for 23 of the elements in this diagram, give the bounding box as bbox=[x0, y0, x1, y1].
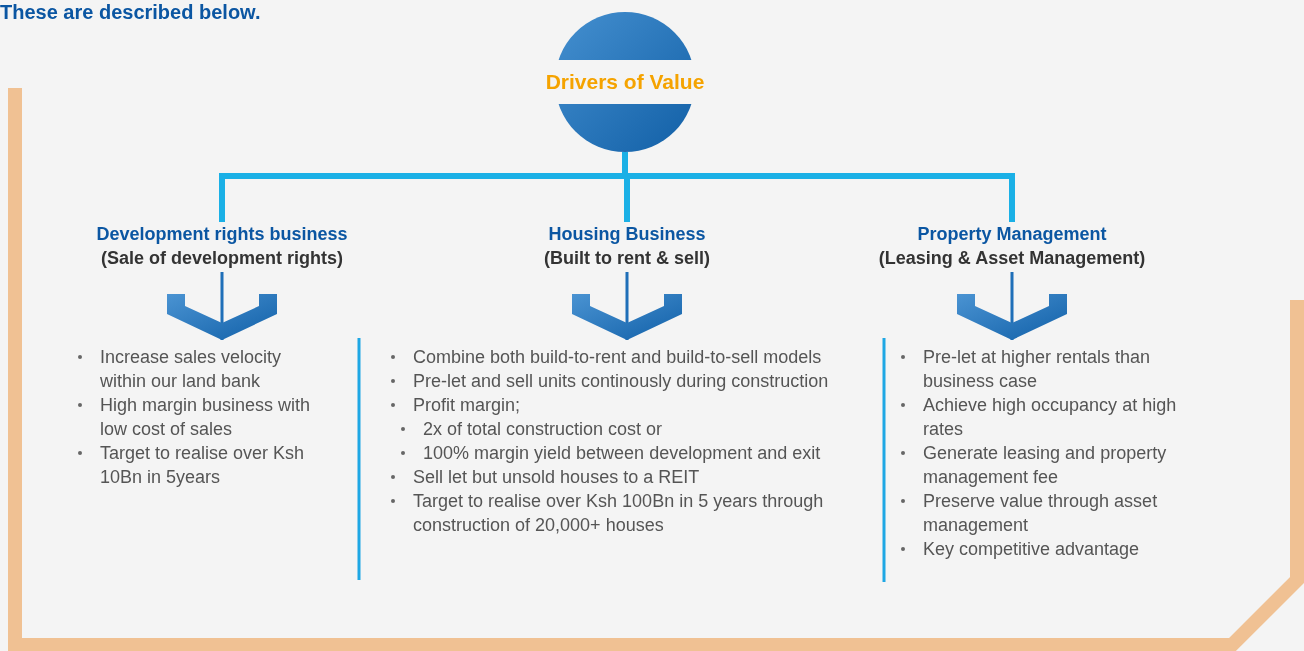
bullet-text: Increase sales velocity within our land bank bbox=[100, 347, 282, 391]
bullet-text: Sell let but unsold houses to a REIT bbox=[413, 467, 700, 487]
bullet-text: 2x of total construction cost or bbox=[423, 419, 663, 439]
intro-text: These are described below. bbox=[0, 0, 261, 24]
heading-subtitle: (Leasing & Asset Management) bbox=[878, 247, 1146, 270]
bullet-text: Generate leasing and property management fee bbox=[923, 443, 1167, 487]
heading-subtitle: (Built to rent & sell) bbox=[544, 247, 710, 270]
heading-subtitle: (Sale of development rights) bbox=[100, 247, 343, 270]
bullet-text: Achieve high occupancy at high rates bbox=[923, 395, 1177, 439]
bullet-text: Target to realise over Ksh 100Bn in 5 years through construction of 20,000+ houses bbox=[413, 491, 824, 535]
bullet-text: Target to realise over Ksh 10Bn in 5years bbox=[100, 443, 305, 487]
bullet-text: Key competitive advantage bbox=[923, 539, 1140, 559]
heading-title: Housing Business bbox=[548, 223, 706, 246]
circle-title: Drivers of Value bbox=[545, 70, 705, 94]
heading-title: Property Management bbox=[917, 223, 1107, 246]
bullet-text: Preserve value through asset management bbox=[923, 491, 1158, 535]
bullet-text: 100% margin yield between development and exit bbox=[423, 443, 821, 463]
bullet-text: Pre-let and sell units continously during construction bbox=[413, 371, 829, 391]
bullet-text: Combine both build-to-rent and build-to-sell models bbox=[413, 347, 822, 367]
bullet-text: Profit margin; bbox=[413, 395, 521, 415]
bullet-text: High margin business with low cost of sales bbox=[100, 395, 311, 439]
bullet-text: Pre-let at higher rentals than business case bbox=[923, 347, 1151, 391]
heading-title: Development rights business bbox=[96, 223, 348, 246]
